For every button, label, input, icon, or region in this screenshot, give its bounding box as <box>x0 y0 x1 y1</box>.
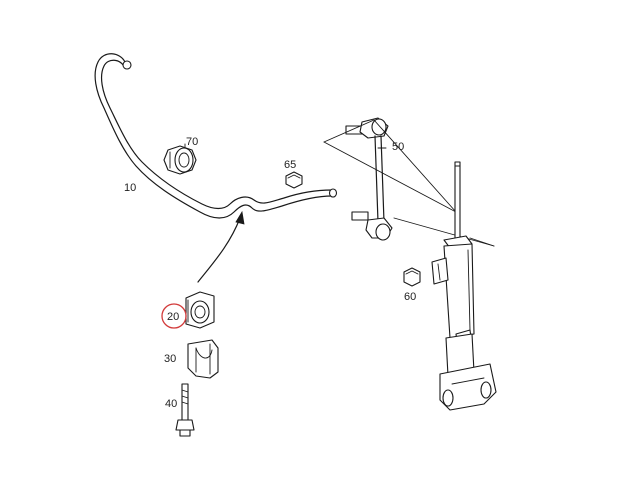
stabilizer-bar <box>94 53 338 219</box>
stabilizer-link <box>345 117 393 241</box>
part-label-60: 60 <box>404 291 416 303</box>
part-label-70: 70 <box>186 136 198 148</box>
pointer-arrow <box>197 210 245 283</box>
part-label-20: 20 <box>167 311 179 323</box>
bushing-20 <box>185 291 215 329</box>
guide-lines <box>323 119 495 247</box>
highlight-ring <box>161 303 187 329</box>
part-label-30: 30 <box>164 353 176 365</box>
nut-60 <box>403 267 421 287</box>
shock-absorber <box>431 161 497 411</box>
bracket-30 <box>187 339 219 379</box>
nut-65 <box>285 171 303 189</box>
bolt-40 <box>175 383 195 437</box>
bar-bushing <box>163 145 197 175</box>
part-label-10: 10 <box>124 182 136 194</box>
part-label-65: 65 <box>284 159 296 171</box>
part-label-40: 40 <box>165 398 177 410</box>
